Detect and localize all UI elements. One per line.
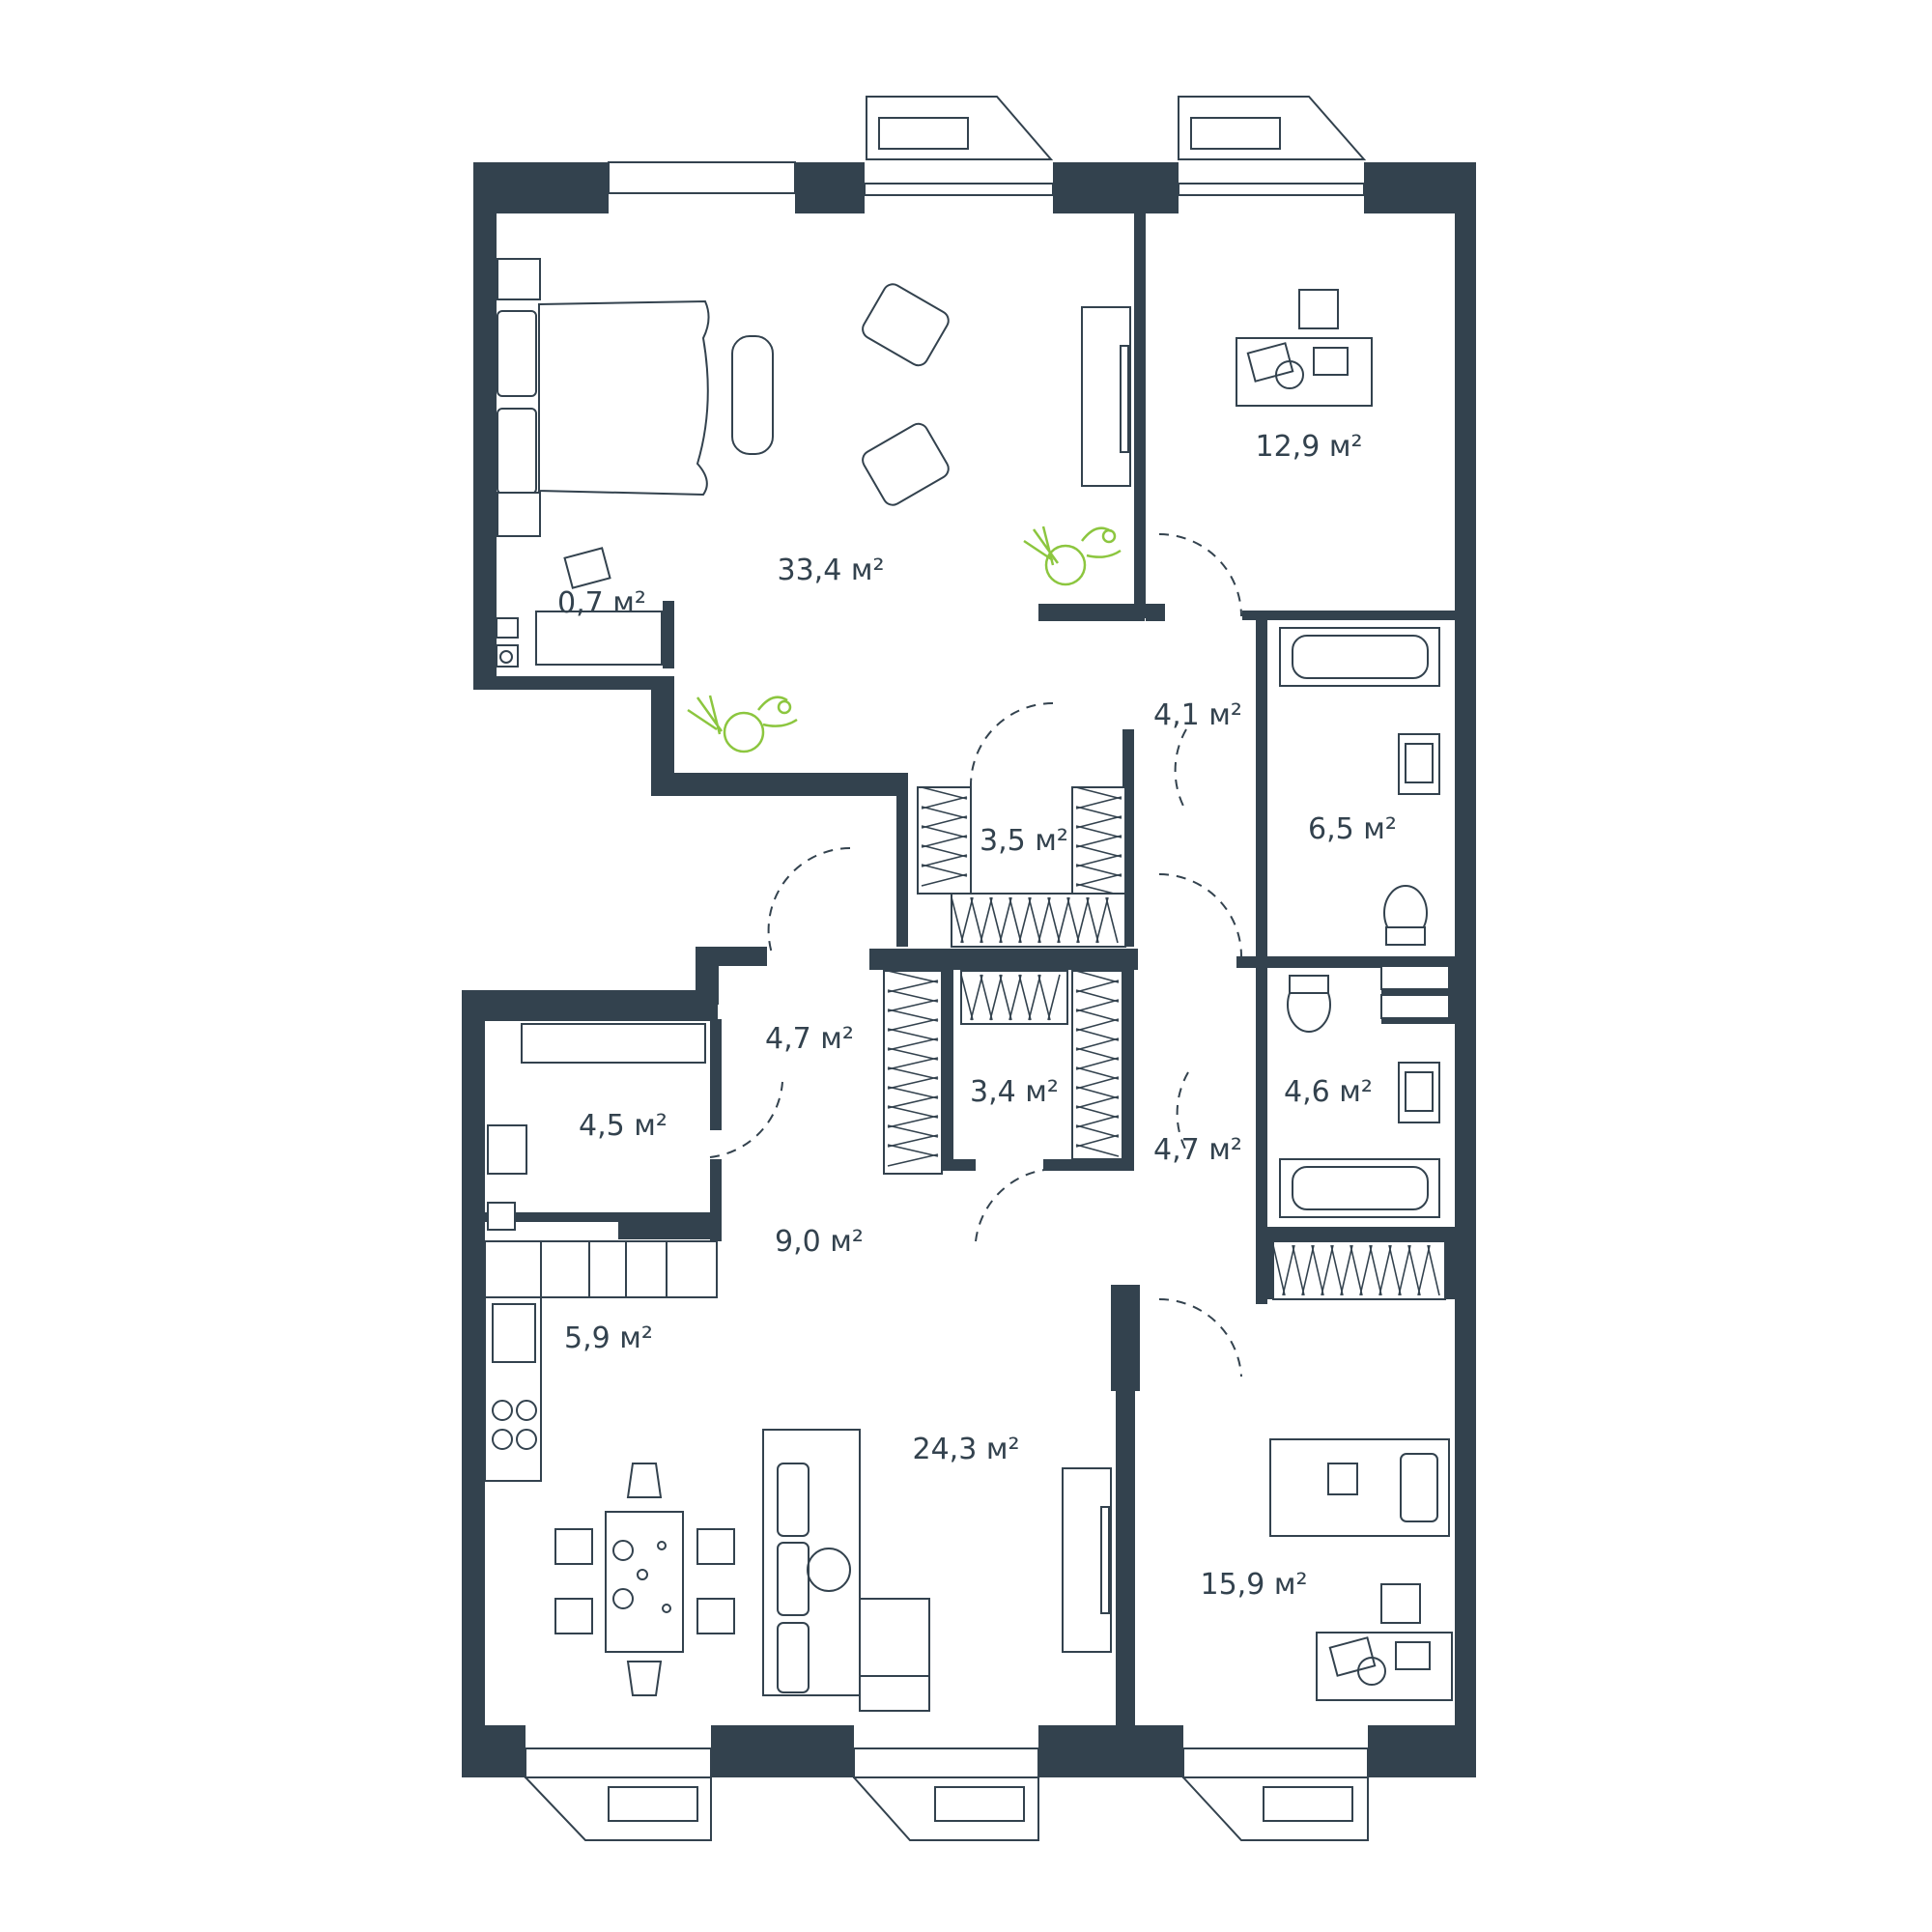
bathtub-north: [1279, 627, 1440, 687]
bay-window-south-3: [1180, 1776, 1369, 1841]
shower-west: [487, 1023, 706, 1231]
area-niche: 0,7 м²: [557, 586, 646, 620]
area-corridor-west: 4,7 м²: [765, 1022, 854, 1056]
dining-table: [605, 1511, 684, 1653]
south-wall: [462, 1725, 1476, 1778]
wardrobe-hatch-south: [883, 970, 1446, 1300]
area-wardrobe-north: 3,5 м²: [980, 824, 1068, 858]
kitchen-units: [484, 1240, 718, 1482]
toilet-south: [1287, 975, 1331, 1033]
area-bathroom-north: 6,5 м²: [1308, 812, 1397, 846]
north-wall: [473, 161, 1476, 213]
area-bathroom-south: 4,6 м²: [1284, 1075, 1373, 1109]
washing-machines: [1380, 965, 1450, 1019]
area-bedroom-south-east: 15,9 м²: [1201, 1568, 1308, 1602]
corner-sofa: [762, 1429, 930, 1712]
toilet-north: [1383, 885, 1428, 946]
area-hall-north: 4,1 м²: [1153, 698, 1242, 732]
washbasin-south: [1398, 1062, 1440, 1123]
bedside-tables: [497, 258, 541, 537]
area-bedroom-north-east: 12,9 м²: [1256, 430, 1363, 464]
bay-window-north-2: [1178, 96, 1367, 160]
area-corridor-east: 4,7 м²: [1153, 1133, 1242, 1167]
area-kitchen: 5,9 м²: [564, 1321, 653, 1355]
desk-bedroom-se: [1316, 1583, 1453, 1701]
bay-window-south-2: [851, 1776, 1039, 1841]
door-swings: [709, 533, 1242, 1378]
plant-2: [687, 695, 798, 753]
wardrobe-master: [1081, 306, 1131, 487]
dining-chairs: [554, 1463, 735, 1696]
tv-unit: [1062, 1467, 1112, 1653]
bay-window-north-1: [866, 96, 1054, 160]
sink-niche: [496, 617, 519, 668]
bathtub-south: [1279, 1158, 1440, 1218]
washbasin-north: [1398, 733, 1440, 795]
area-living-room: 24,3 м²: [913, 1433, 1020, 1466]
area-hall-central: 9,0 м²: [775, 1225, 864, 1259]
area-wardrobe-south: 3,4 м²: [970, 1075, 1059, 1109]
wardrobe-hatch-north: [917, 786, 1126, 948]
bay-window-south-1: [523, 1776, 712, 1841]
area-bathroom-west: 4,5 м²: [579, 1109, 668, 1143]
double-bed: [497, 299, 774, 497]
desk-bedroom-ne: [1236, 289, 1373, 407]
plant-1: [1023, 526, 1122, 586]
bed-bedroom-se: [1269, 1438, 1450, 1537]
desk-master: [535, 547, 663, 666]
area-master-bedroom: 33,4 м²: [778, 554, 885, 587]
armchairs: [862, 283, 950, 506]
exterior-walls: [462, 193, 1476, 1739]
